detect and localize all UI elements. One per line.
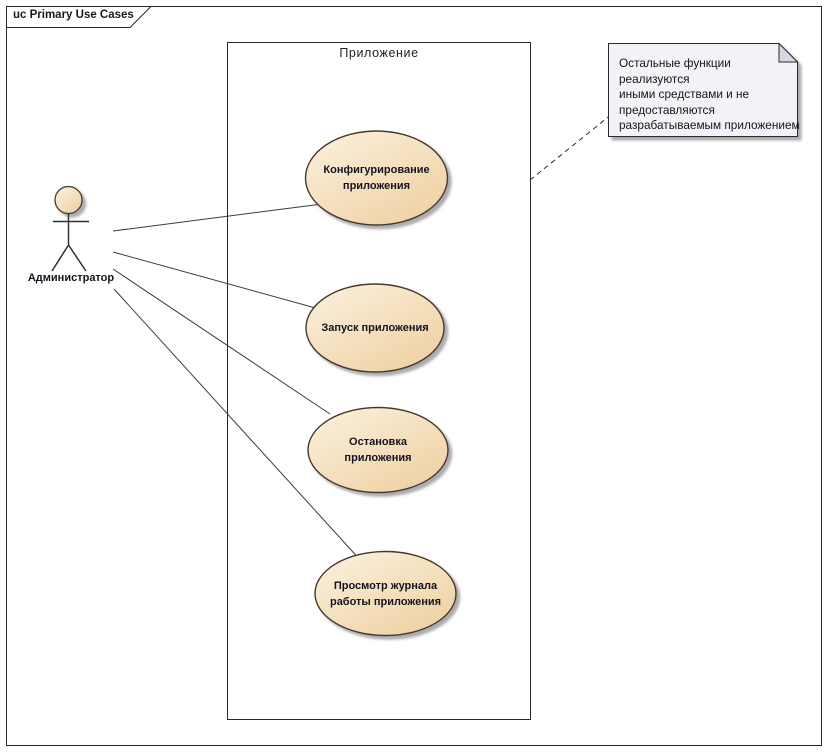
use-case-configure[interactable]: Конфигурирование приложения [323, 164, 430, 192]
actor-label: Администратор [27, 272, 115, 284]
association-start[interactable] [112, 251, 331, 313]
use-case-view-log[interactable]: Просмотр журнала работы приложения [329, 579, 442, 608]
association-configure[interactable] [112, 202, 331, 232]
actor-body [51, 213, 89, 272]
note-fold-corner [778, 42, 799, 63]
use-case-start[interactable]: Запуск приложения [321, 322, 429, 334]
association-view-log[interactable] [113, 288, 363, 563]
use-case-stop[interactable]: Остановка приложения [344, 436, 412, 464]
note-link[interactable] [529, 113, 613, 181]
actor-figure [51, 185, 89, 272]
note-shape [608, 43, 798, 137]
actor-administrator[interactable] [40, 184, 98, 272]
diagram-frame [6, 6, 822, 746]
use-case-ellipse-view-log [314, 550, 457, 637]
frame-title: uc Primary Use Cases [13, 9, 134, 21]
frame-name-tab [6, 6, 153, 28]
use-case-ellipse-stop [307, 406, 449, 494]
use-case-ellipse-configure [304, 130, 449, 226]
association-stop[interactable] [112, 268, 331, 415]
note[interactable]: Остальные функции реализуются иными сред… [619, 56, 800, 133]
system-boundary-label: Приложение [339, 46, 419, 60]
use-case-ellipse-start [305, 283, 445, 373]
